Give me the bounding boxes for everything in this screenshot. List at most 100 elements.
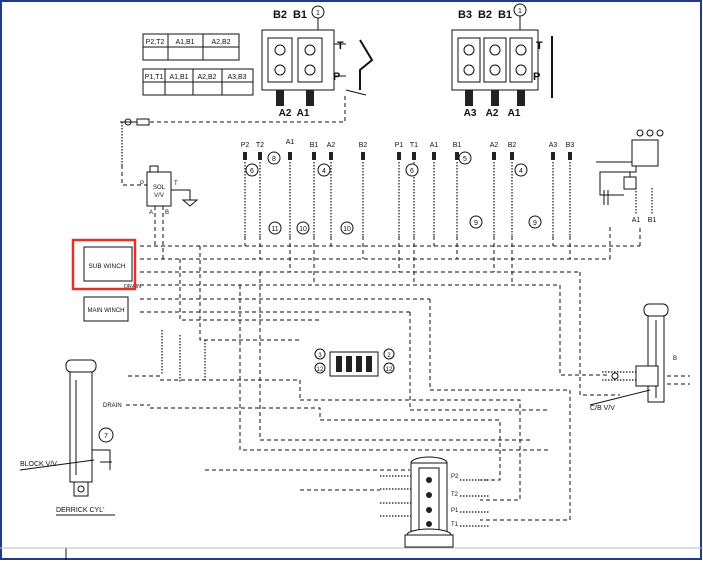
callout-8: 10	[343, 226, 351, 233]
sol-port-p: P	[140, 181, 144, 187]
hose-labels: P2 T2 A1 B1 A2 B2 P1 T1 A1 B1 A2 B2 A3 B…	[241, 139, 575, 149]
derrick-cylinder: DRAIN 7 BLOCK V/V DERRICK CYL'	[19, 359, 160, 516]
swivel-label-p2: P2	[451, 474, 459, 480]
sol-valve-label-1: SOL	[153, 185, 166, 191]
hose-label-a2-right: A2	[490, 142, 499, 149]
hose-label-a1-right: A1	[430, 142, 439, 149]
right-valve-port-b1: B1	[498, 9, 512, 21]
hose-fitting	[510, 152, 514, 160]
main-winch-label: MAIN WINCH	[88, 308, 125, 314]
cb-port-b: B	[673, 356, 677, 362]
hose-label-a3: A3	[549, 142, 558, 149]
hose-label-t1: T1	[410, 142, 418, 149]
callout-3: 6	[410, 168, 414, 175]
hose-label-b1-right: B1	[453, 142, 462, 149]
left-callout-7: 7	[104, 433, 108, 440]
port-table-p1: P1,T1 A1,B1 A2,B2 A3,B3	[142, 68, 254, 96]
sub-winch-line-4: DRAIN	[124, 284, 141, 290]
swivel-label-t1: T1	[451, 522, 459, 528]
hose-fitting	[329, 152, 333, 160]
hose-label-a1-left: A1	[286, 139, 295, 146]
hose-label-b3: B3	[566, 142, 575, 149]
manifold-callout-0: 3	[318, 353, 322, 359]
p1-header-2: A2,B2	[197, 74, 216, 81]
swivel-label-p1: P1	[451, 508, 459, 514]
callouts: 6 8 4 6 5 4 11 10 10 9 9	[245, 151, 542, 235]
pilot-line	[120, 96, 346, 186]
hose-label-b2-right: B2	[508, 142, 517, 149]
derrick-cyl-label: DERRICK CYL'	[56, 507, 104, 514]
highlight-box	[71, 238, 137, 291]
hose-fitting	[361, 152, 365, 160]
right-valve-port-b2: B2	[478, 9, 492, 21]
left-valve-port-b1: B1	[293, 9, 307, 21]
right-valve-port-a3: A3	[464, 108, 477, 119]
vertical-hoses	[161, 152, 572, 382]
left-drain-label: DRAIN	[103, 403, 122, 409]
manifold-callout-2: 2	[387, 353, 391, 359]
right-valve-port-b3: B3	[458, 9, 472, 21]
cb-vv-label: C/B V/V	[590, 405, 615, 412]
hose-fitting	[492, 152, 496, 160]
callout-6: 11	[271, 226, 278, 233]
callout-9: 9	[474, 220, 478, 227]
sol-valve-label-2: V/V	[154, 193, 164, 199]
sub-winch-label: SUB WINCH	[88, 263, 126, 270]
callout-7: 10	[299, 226, 307, 233]
left-valve-port-a2: A2	[279, 108, 292, 119]
control-valve-left: 1 B2 B1 A2 A1 T P	[261, 5, 374, 119]
cb-cylinder: B C/B V/V	[589, 303, 677, 412]
right-valve-port-p: P	[533, 71, 540, 83]
right-valve-port-a2: A2	[486, 108, 499, 119]
left-valve-port-a1: A1	[297, 108, 310, 119]
swivel-label-t2: T2	[451, 492, 459, 498]
right-port-b1: B1	[648, 217, 657, 224]
swivel-joint: P2 T2 P1 T1	[380, 456, 490, 548]
p1-header-0: P1,T1	[145, 74, 164, 81]
hose-label-b1-left: B1	[310, 142, 319, 149]
callout-0: 6	[250, 168, 254, 175]
callout-10: 9	[533, 220, 537, 227]
hose-fitting	[432, 152, 436, 160]
callout-4: 5	[463, 156, 467, 163]
callout-1: 8	[272, 156, 276, 163]
sol-port-t: T	[174, 181, 178, 187]
hose-label-p1: P1	[395, 142, 404, 149]
sub-winch[interactable]: SUB WINCH DRAIN	[83, 246, 141, 290]
port-table-p2: P2,T2 A1,B1 A2,B2	[142, 33, 240, 61]
callout-5: 4	[519, 168, 523, 175]
callout-2: 4	[322, 168, 326, 175]
p2-header-0: P2,T2	[146, 39, 165, 46]
right-port-a1: A1	[632, 217, 641, 224]
hose-label-a2-left: A2	[327, 142, 336, 149]
sol-port-b: B	[165, 210, 169, 216]
left-valve-port-p: P	[333, 71, 340, 83]
hose-fitting	[412, 152, 416, 160]
hose-fitting	[397, 152, 401, 160]
sol-valve: SOL V/V P T A B	[140, 165, 199, 259]
block-vv-label: BLOCK V/V	[20, 461, 57, 468]
center-manifold: 3 12 2 12	[314, 348, 395, 377]
gauge-right-label: 1	[518, 8, 522, 15]
hose-fitting	[568, 152, 572, 160]
hose-label-t2: T2	[256, 142, 264, 149]
control-valve-right: 1 B3 B2 B1 A3 A2 A1 T P	[451, 3, 553, 119]
main-winch[interactable]: MAIN WINCH	[83, 296, 129, 322]
right-valve-port-t: T	[536, 40, 543, 52]
left-valve-port-t: T	[337, 40, 344, 52]
piping-network	[140, 225, 690, 521]
hose-label-b2-left: B2	[359, 142, 368, 149]
hose-fitting	[258, 152, 262, 160]
right-valve-port-a1: A1	[508, 108, 521, 119]
hose-fitting	[455, 152, 459, 160]
right-upper-assembly: A1 B1	[596, 129, 664, 224]
sol-port-a: A	[149, 210, 153, 216]
p2-header-2: A2,B2	[211, 39, 230, 46]
gauge-left-label: 1	[316, 10, 320, 17]
p1-header-3: A3,B3	[227, 74, 246, 81]
hose-fitting	[312, 152, 316, 160]
p2-header-1: A1,B1	[175, 39, 194, 46]
hose-fitting	[551, 152, 555, 160]
